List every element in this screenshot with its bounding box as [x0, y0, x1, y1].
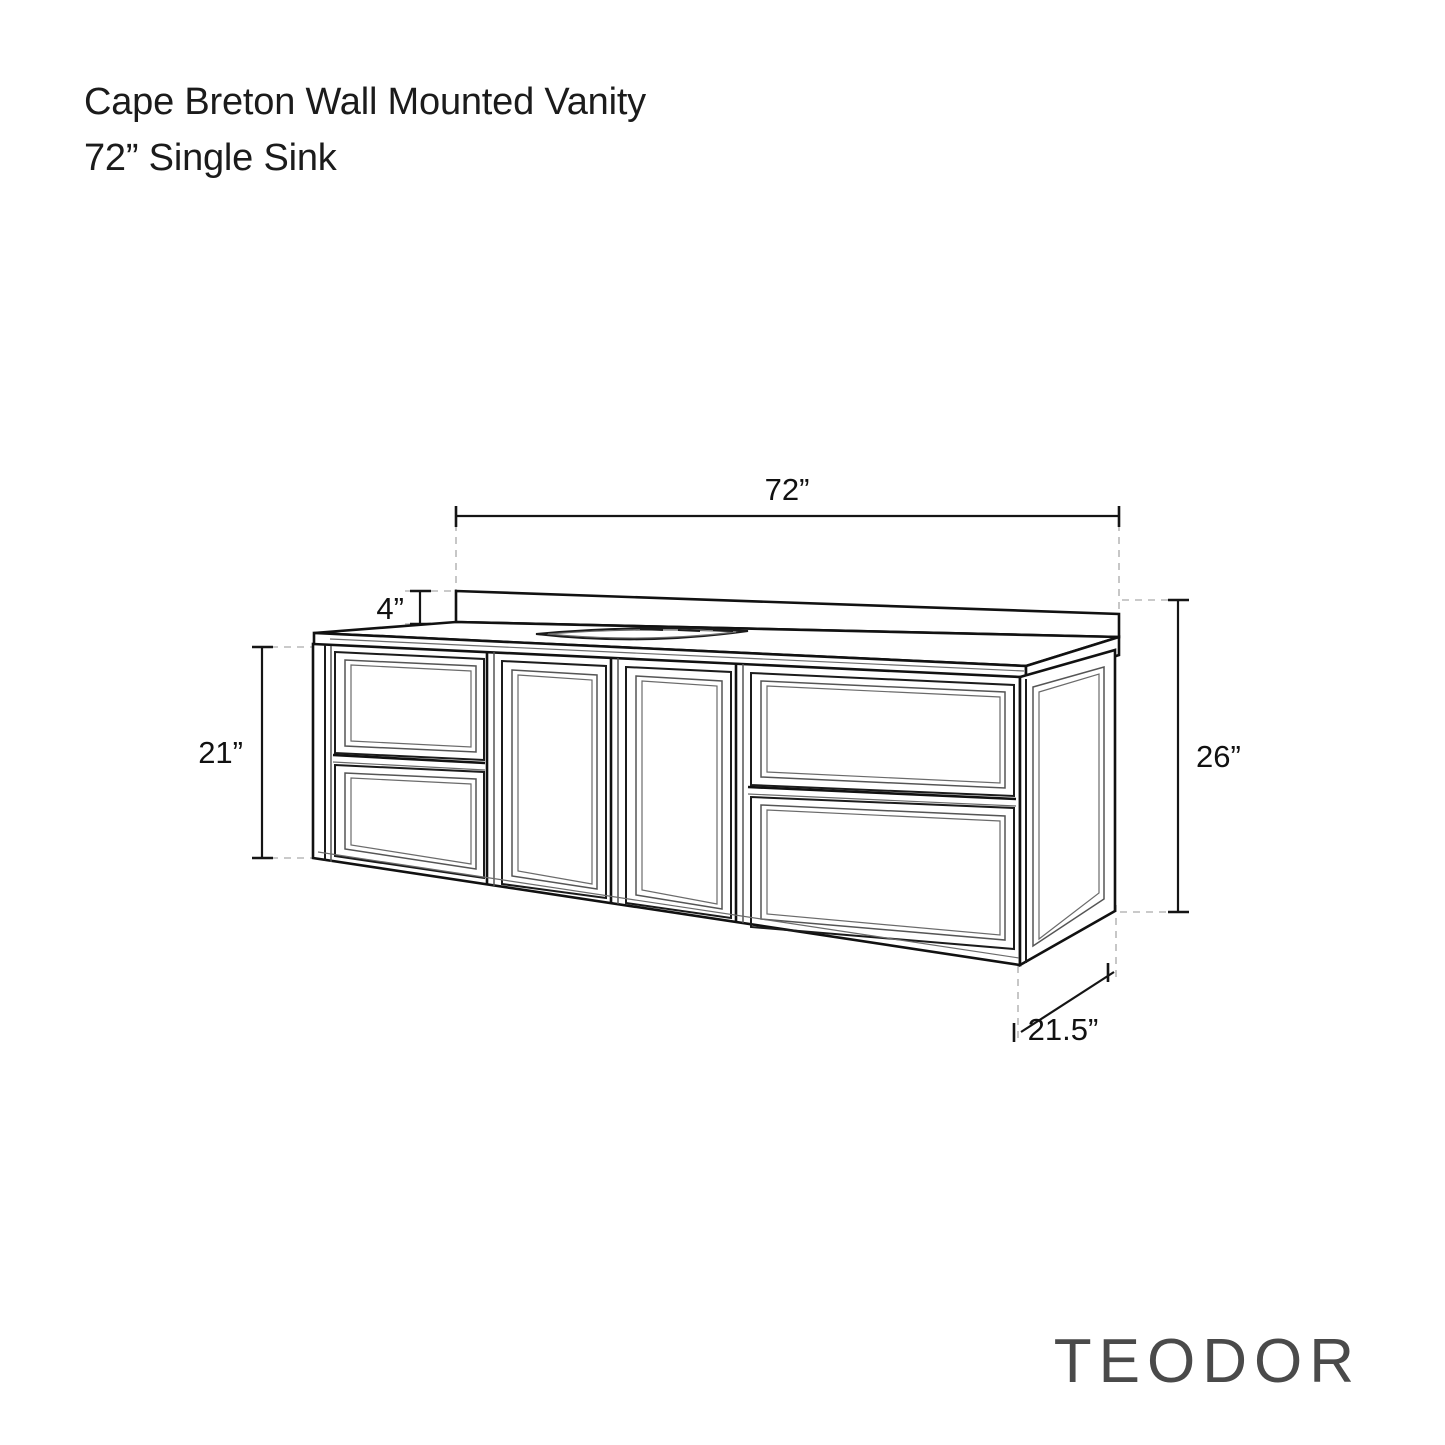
dimension-overall-height-label: 26” [1196, 739, 1241, 774]
dimension-width-label: 72” [765, 472, 810, 507]
cabinet-rails [485, 652, 744, 923]
drawer-divider-right [747, 785, 1017, 807]
dimension-backsplash-label: 4” [376, 591, 404, 626]
dimension-cabinet-height-label: 21” [198, 735, 243, 770]
dimension-cabinet-height: 21” [198, 645, 273, 860]
door-right[interactable] [625, 665, 732, 920]
brand-logo: TEODOR [1053, 1327, 1361, 1396]
product-title-line2: 72” Single Sink [84, 137, 337, 179]
door-left[interactable] [501, 659, 607, 900]
dimension-depth: 21.5” [1012, 963, 1115, 1047]
sink-basin [535, 627, 749, 641]
drawer-upper-left[interactable] [334, 650, 485, 762]
dimension-overall-height: 26” [1168, 598, 1241, 914]
dimension-backsplash: 4” [376, 589, 431, 626]
side-panel-right [1018, 648, 1117, 968]
drawer-lower-right[interactable] [750, 795, 1015, 951]
drawer-lower-left[interactable] [334, 763, 485, 880]
drawer-divider-left [332, 753, 486, 771]
drawer-upper-right[interactable] [750, 671, 1015, 798]
dimension-width: 72” [454, 472, 1121, 527]
title-block: Cape Breton Wall Mounted Vanity 72” Sing… [84, 74, 984, 186]
product-title-line1: Cape Breton Wall Mounted Vanity [84, 81, 646, 123]
cabinet-bottom-edge [317, 851, 1020, 959]
dimension-depth-label: 21.5” [1028, 1012, 1099, 1047]
